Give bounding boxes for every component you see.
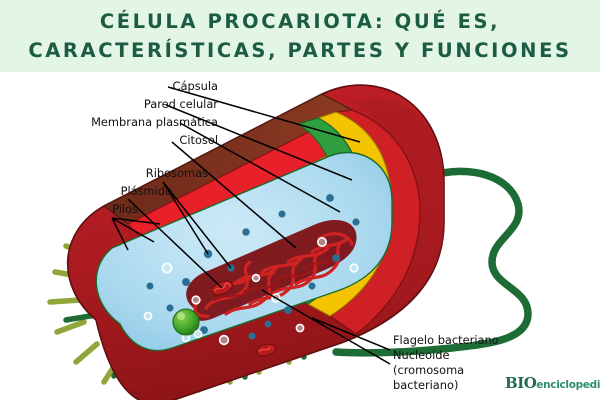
leader-pilos-b bbox=[111, 217, 155, 243]
nucleoid-chromosome bbox=[186, 220, 357, 321]
leader-nucleoide bbox=[261, 289, 391, 365]
label-nucleoide: Nucleoide bbox=[393, 348, 450, 362]
leader-lines bbox=[111, 86, 391, 365]
logo-letter-b: B bbox=[505, 374, 518, 392]
label-ribosomas: Ribosomas bbox=[145, 166, 208, 180]
leader-plasmido bbox=[127, 198, 223, 289]
leader-pared bbox=[165, 104, 353, 181]
label-nucleoide-sub-2: bacteriano) bbox=[393, 378, 459, 392]
label-membrana-plasmatica: Membrana plasmática bbox=[91, 115, 218, 129]
label-plasmido: Plásmido bbox=[120, 184, 172, 198]
bioenciclopedia-logo[interactable]: B IO enciclopedia bbox=[505, 364, 600, 392]
cytosol-region bbox=[95, 151, 393, 352]
leader-flagelo bbox=[311, 317, 391, 351]
bacterial-flagellum bbox=[332, 167, 532, 357]
label-pared-celular: Pared celular bbox=[143, 97, 218, 111]
title-banner: CÉLULA PROCARIOTA: QUÉ ES, CARACTERÍSTIC… bbox=[0, 0, 600, 72]
cell-diagram: Cápsula Pared celular Membrana plasmátic… bbox=[0, 72, 600, 400]
page-title-line-1: CÉLULA PROCARIOTA: QUÉ ES, bbox=[99, 10, 501, 33]
capsule-cap-shade bbox=[352, 98, 444, 334]
label-capsula: Cápsula bbox=[172, 79, 218, 93]
label-pilos: Pilos bbox=[112, 202, 138, 216]
label-citosol: Citosol bbox=[179, 133, 218, 147]
storage-granule bbox=[172, 308, 203, 339]
leader-ribosomas-b bbox=[162, 181, 209, 255]
prokaryotic-cell-illustration bbox=[47, 84, 532, 400]
label-nucleoide-sub-1: (cromosoma bbox=[393, 363, 465, 377]
logo-wordmark: enciclopedia bbox=[536, 379, 600, 391]
leader-pilos-a bbox=[111, 217, 161, 225]
logo-letters-io: IO bbox=[517, 374, 537, 392]
label-flagelo-bacteriano: Flagelo bacteriano bbox=[393, 333, 499, 347]
leader-membrana bbox=[179, 122, 341, 213]
leader-pilos-c bbox=[111, 217, 129, 251]
leader-citosol bbox=[171, 141, 297, 249]
page-title-line-2: CARACTERÍSTICAS, PARTES Y FUNCIONES bbox=[28, 39, 572, 62]
leader-capsula bbox=[167, 86, 361, 143]
leader-ribosomas-a bbox=[162, 181, 232, 269]
